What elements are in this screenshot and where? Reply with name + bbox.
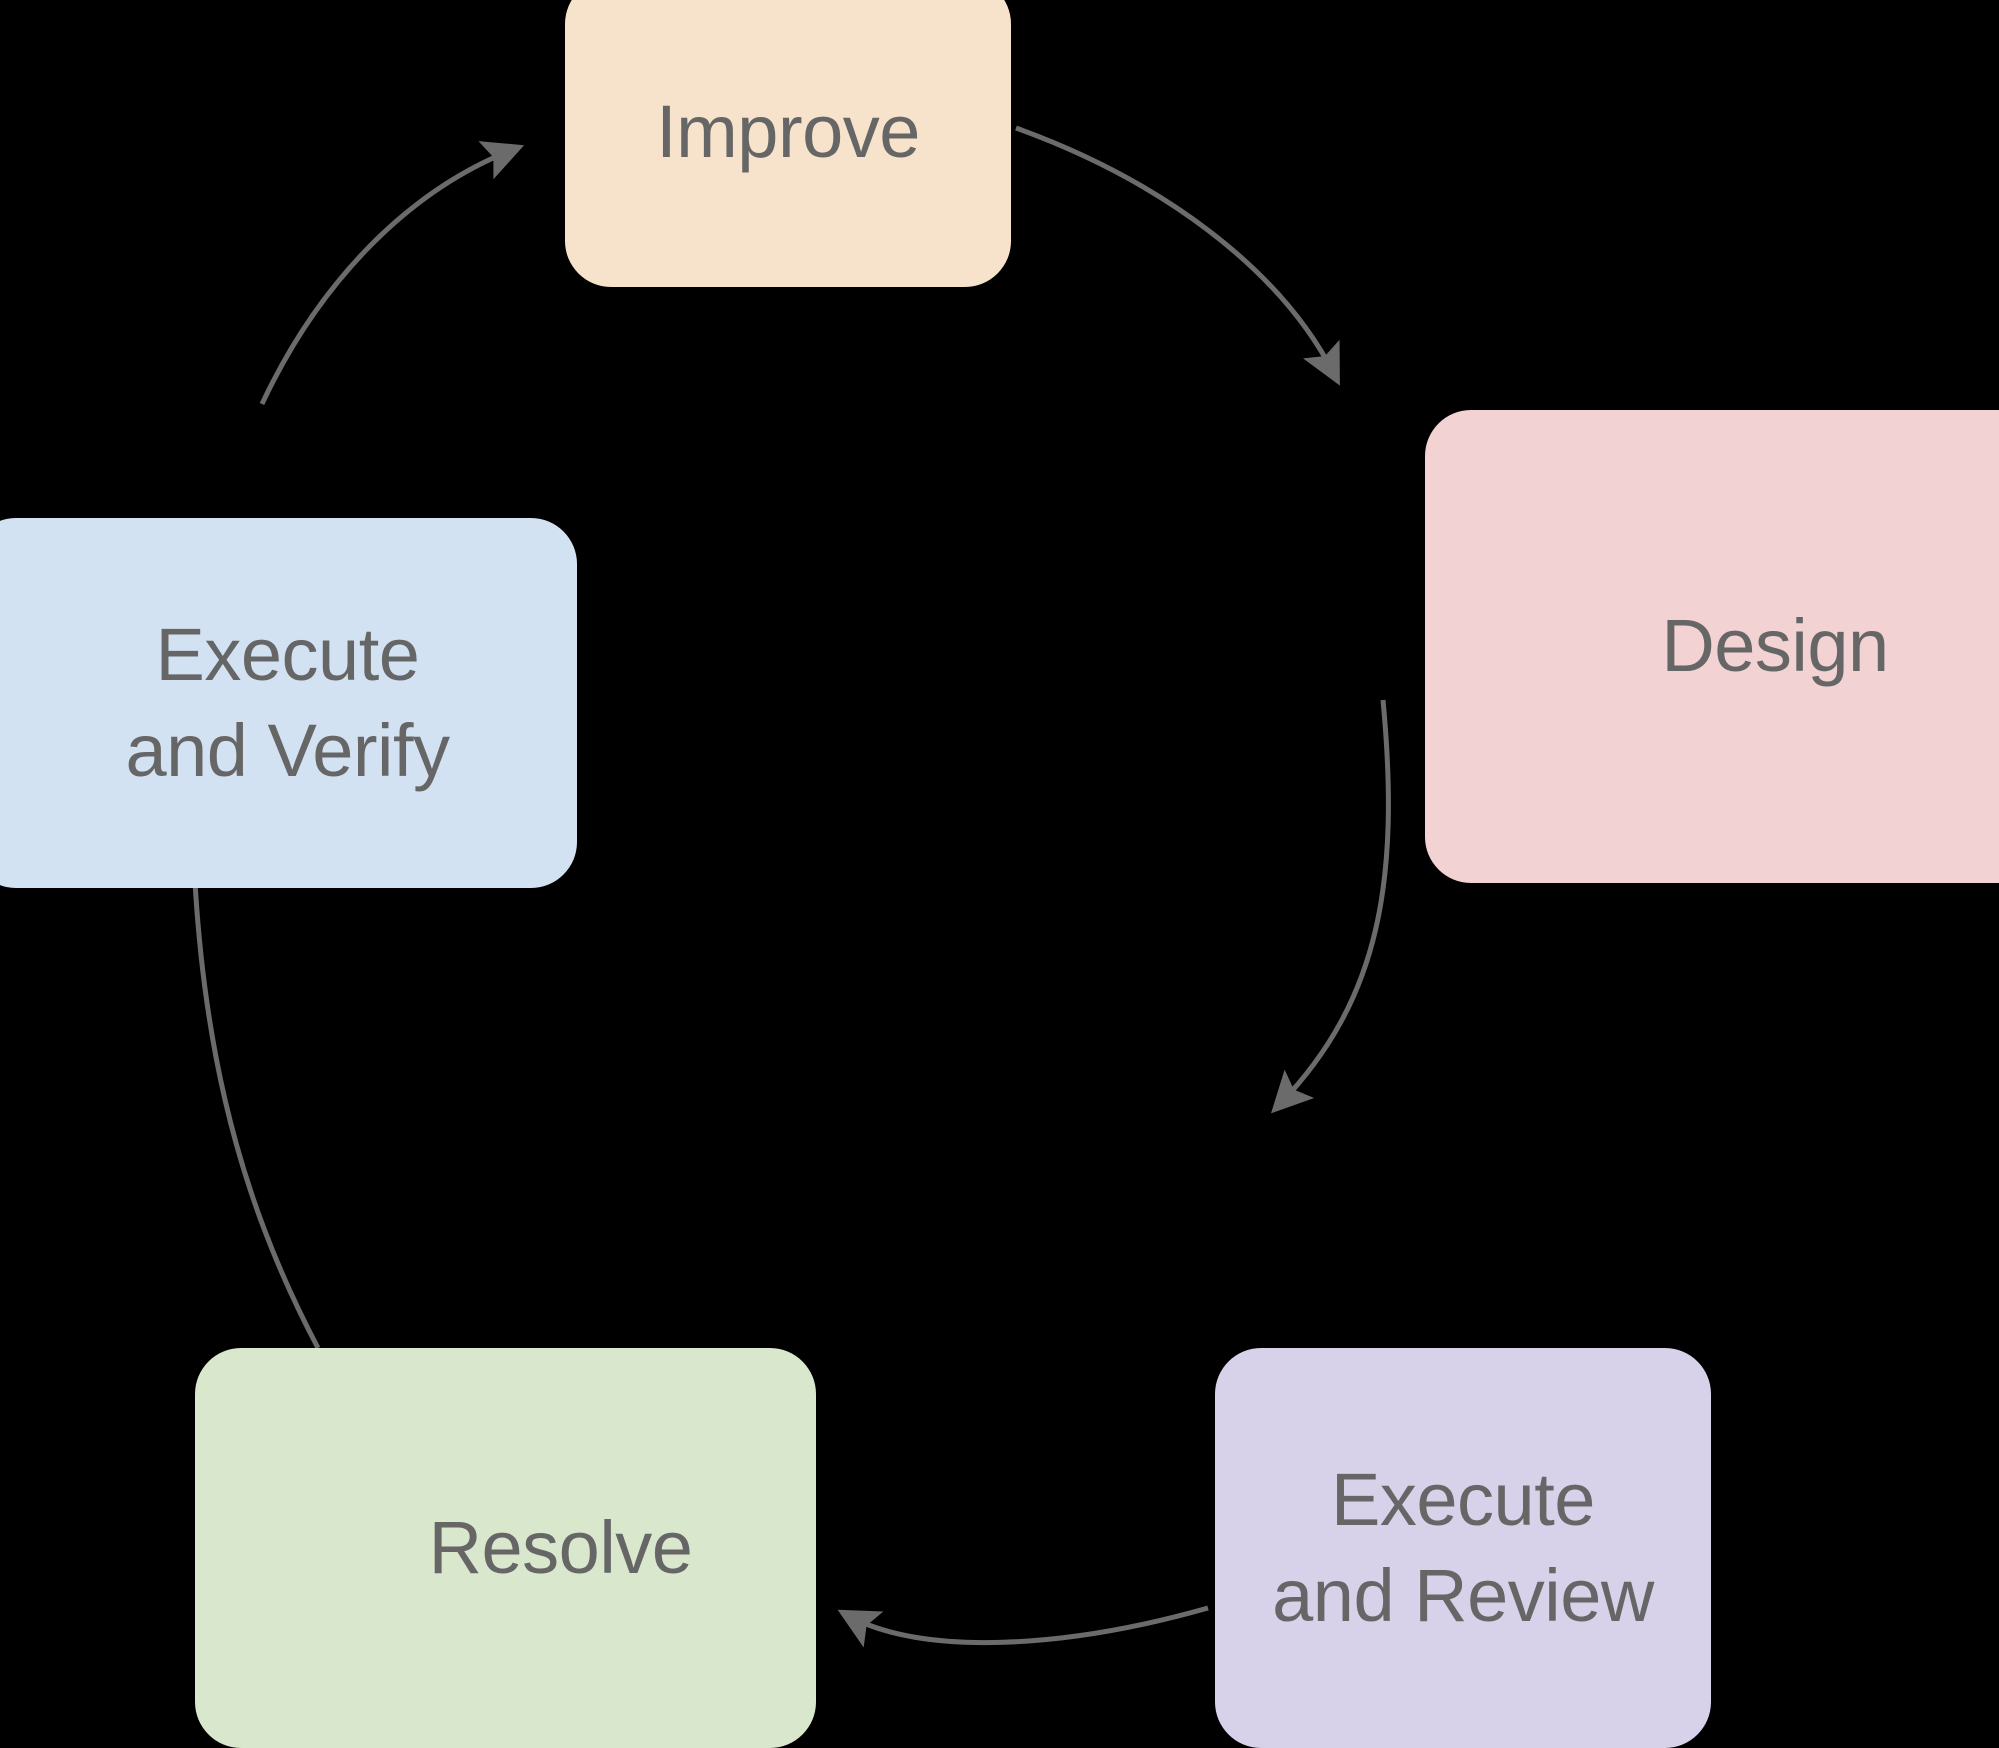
edge-execute-review-to-resolve	[837, 1605, 1209, 1648]
node-execute-and-verify[interactable]: Execute and Verify	[0, 518, 577, 888]
edge-improve-to-design	[1015, 125, 1340, 386]
node-resolve-label: Resolve	[428, 1505, 693, 1589]
edge-design-to-execute-review	[1270, 699, 1391, 1114]
node-execute-and-verify-label: Execute and Verify	[125, 612, 450, 792]
edge-execute-verify-to-improve	[259, 141, 525, 406]
node-improve[interactable]: Improve	[565, 0, 1011, 287]
node-design-label: Design	[1661, 604, 1889, 688]
node-execute-and-review-label: Execute and Review	[1272, 1457, 1654, 1637]
node-improve-label: Improve	[656, 90, 920, 174]
node-design[interactable]: Design	[1425, 410, 1999, 883]
node-execute-and-review[interactable]: Execute and Review	[1215, 1348, 1711, 1748]
node-resolve[interactable]: Resolve	[195, 1348, 816, 1748]
